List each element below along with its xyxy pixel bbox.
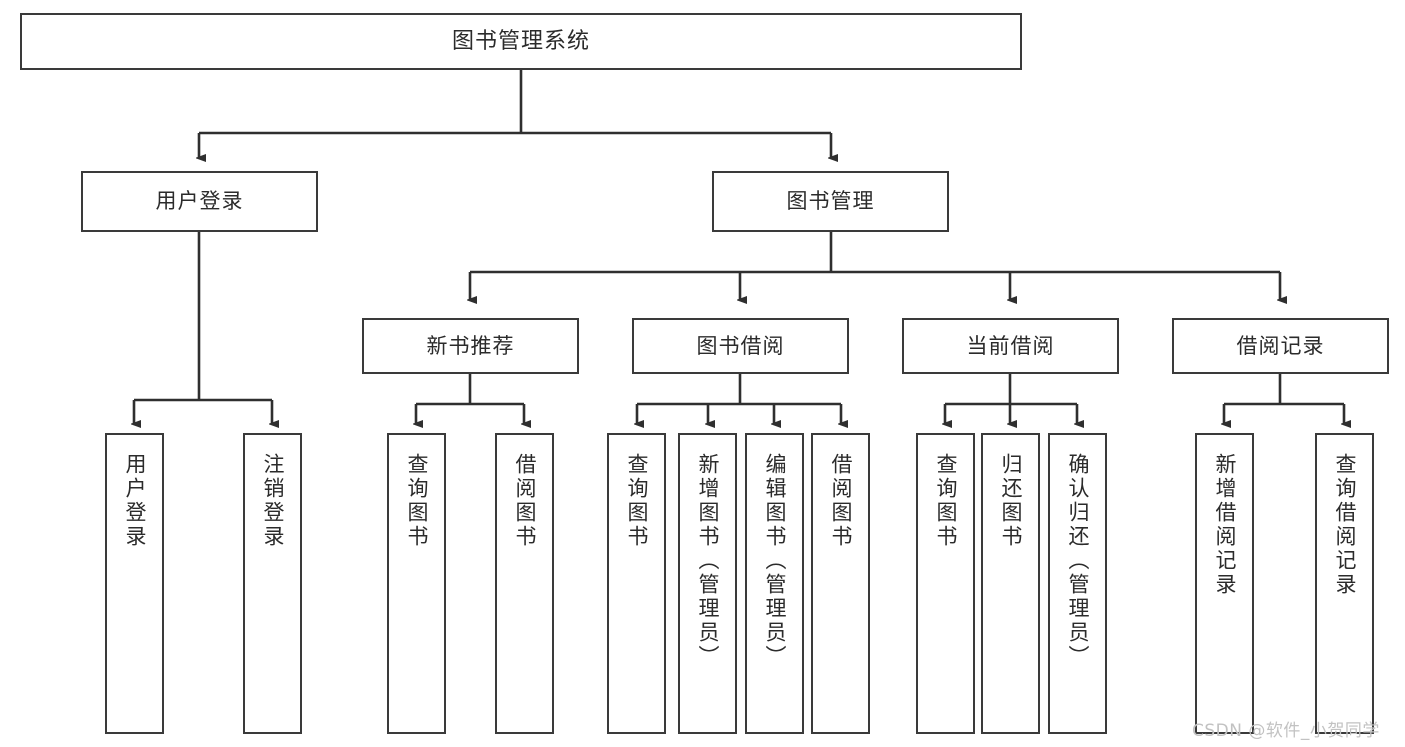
- leaf-borrow-query-book[interactable]: 查询图书: [607, 433, 666, 734]
- leaf-label: 注销登录: [261, 453, 285, 549]
- leaf-current-return-book[interactable]: 归还图书: [981, 433, 1040, 734]
- leaf-label: 确认归还（管理员）: [1066, 453, 1090, 669]
- node-book-borrow[interactable]: 图书借阅: [632, 318, 849, 374]
- node-borrow-record[interactable]: 借阅记录: [1172, 318, 1389, 374]
- leaf-current-confirm-return[interactable]: 确认归还（管理员）: [1048, 433, 1107, 734]
- node-current-borrow[interactable]: 当前借阅: [902, 318, 1119, 374]
- leaf-recommend-query-book[interactable]: 查询图书: [387, 433, 446, 734]
- leaf-label: 查询图书: [934, 453, 958, 549]
- leaf-label: 查询借阅记录: [1333, 453, 1357, 597]
- node-book-management[interactable]: 图书管理: [712, 171, 949, 232]
- leaf-borrow-edit-book[interactable]: 编辑图书（管理员）: [745, 433, 804, 734]
- leaf-current-query-book[interactable]: 查询图书: [916, 433, 975, 734]
- node-user-login-label: 用户登录: [155, 189, 244, 214]
- node-book-management-label: 图书管理: [786, 189, 875, 214]
- leaf-borrow-borrow-book[interactable]: 借阅图书: [811, 433, 870, 734]
- leaf-label: 新增图书（管理员）: [696, 453, 720, 669]
- leaf-record-add-record[interactable]: 新增借阅记录: [1195, 433, 1254, 734]
- leaf-label: 归还图书: [999, 453, 1023, 549]
- node-user-login[interactable]: 用户登录: [81, 171, 318, 232]
- node-root[interactable]: 图书管理系统: [20, 13, 1022, 70]
- leaf-label: 借阅图书: [829, 453, 853, 549]
- leaf-label: 编辑图书（管理员）: [763, 453, 787, 669]
- leaf-label: 查询图书: [625, 453, 649, 549]
- leaf-borrow-add-book[interactable]: 新增图书（管理员）: [678, 433, 737, 734]
- node-new-book-recommend[interactable]: 新书推荐: [362, 318, 579, 374]
- node-book-borrow-label: 图书借阅: [696, 333, 785, 358]
- leaf-label: 用户登录: [123, 453, 147, 549]
- leaf-user-login-signin[interactable]: 用户登录: [105, 433, 164, 734]
- leaf-record-query-record[interactable]: 查询借阅记录: [1315, 433, 1374, 734]
- leaf-label: 新增借阅记录: [1213, 453, 1237, 597]
- leaf-label: 查询图书: [405, 453, 429, 549]
- leaf-recommend-borrow-book[interactable]: 借阅图书: [495, 433, 554, 734]
- csdn-watermark: CSDN @软件_小贺同学: [1192, 721, 1380, 741]
- leaf-label: 借阅图书: [513, 453, 537, 549]
- node-current-borrow-label: 当前借阅: [966, 333, 1055, 358]
- node-new-book-recommend-label: 新书推荐: [426, 333, 515, 358]
- node-root-label: 图书管理系统: [451, 28, 590, 54]
- node-borrow-record-label: 借阅记录: [1236, 333, 1325, 358]
- leaf-user-login-signout[interactable]: 注销登录: [243, 433, 302, 734]
